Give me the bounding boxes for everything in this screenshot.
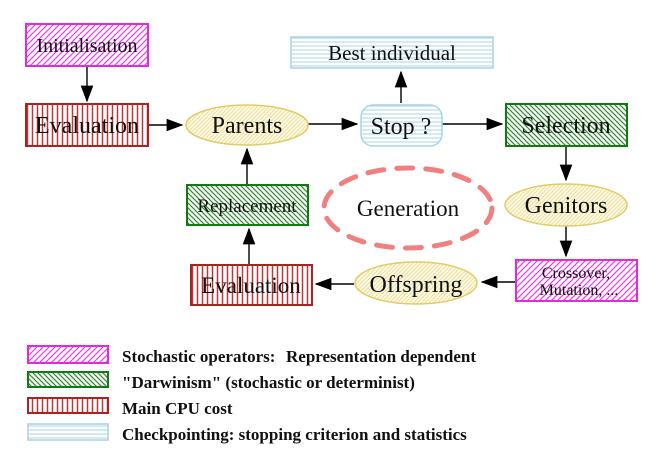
node-stop: Stop ? bbox=[360, 104, 443, 147]
best-individual-label: Best individual bbox=[328, 41, 456, 65]
best-individual-box bbox=[290, 36, 494, 69]
generation-dashed-ellipse bbox=[321, 165, 495, 251]
node-genitors: Genitors bbox=[504, 183, 628, 227]
legend: Stochastic operators: Representation dep… bbox=[27, 345, 476, 444]
offspring-label: Offspring bbox=[370, 272, 463, 298]
node-initialisation: Initialisation bbox=[25, 23, 149, 67]
legend-row-checkpointing: Checkpointing: stopping criterion and st… bbox=[27, 423, 467, 444]
legend-row-cpu-cost: Main CPU cost bbox=[27, 397, 233, 418]
arrows bbox=[80, 66, 573, 291]
offspring-ellipse bbox=[354, 261, 478, 305]
node-evaluation-top: Evaluation bbox=[25, 103, 149, 147]
replacement-box bbox=[186, 184, 309, 226]
crossover-label-line1: Crossover, bbox=[542, 265, 610, 282]
stop-label: Stop ? bbox=[371, 114, 432, 140]
selection-label: Selection bbox=[521, 113, 610, 139]
node-selection: Selection bbox=[505, 103, 628, 147]
legend-darwinism-label: "Darwinism" (stochastic or determinist) bbox=[122, 373, 415, 392]
evaluation-bottom-box bbox=[190, 264, 313, 306]
evaluation-bottom-label: Evaluation bbox=[201, 273, 301, 298]
legend-representation-label: Representation dependent bbox=[286, 347, 476, 366]
initialisation-box bbox=[25, 23, 149, 67]
legend-swatch-red bbox=[27, 397, 109, 414]
legend-cpu-label: Main CPU cost bbox=[122, 399, 233, 418]
legend-swatch-green bbox=[27, 371, 109, 388]
node-generation: Generation bbox=[321, 165, 495, 251]
node-replacement: Replacement bbox=[186, 184, 309, 226]
parents-label: Parents bbox=[212, 113, 283, 139]
legend-row-darwinism: "Darwinism" (stochastic or determinist) bbox=[27, 371, 415, 392]
node-crossover-mutation: Crossover, Mutation, ... bbox=[515, 259, 638, 302]
genitors-label: Genitors bbox=[525, 193, 608, 219]
crossover-label-line2: Mutation, ... bbox=[540, 282, 619, 299]
selection-box bbox=[505, 103, 628, 147]
replacement-label: Replacement bbox=[197, 196, 297, 217]
parents-ellipse bbox=[185, 104, 309, 146]
legend-checkpointing-label: Checkpointing: stopping criterion and st… bbox=[122, 425, 467, 444]
initialisation-label: Initialisation bbox=[36, 35, 137, 57]
crossover-mutation-box bbox=[515, 259, 638, 302]
node-parents: Parents bbox=[185, 104, 309, 146]
genitors-ellipse bbox=[504, 183, 628, 227]
node-offspring: Offspring bbox=[354, 261, 478, 305]
node-best-individual: Best individual bbox=[290, 36, 494, 69]
legend-row-stochastic: Stochastic operators: Representation dep… bbox=[27, 345, 476, 366]
evaluation-top-label: Evaluation bbox=[35, 113, 139, 139]
node-evaluation-bottom: Evaluation bbox=[190, 264, 313, 306]
legend-stochastic-label: Stochastic operators: bbox=[122, 347, 275, 366]
legend-swatch-cyan bbox=[27, 423, 109, 441]
stop-box bbox=[360, 104, 443, 147]
evaluation-top-box bbox=[25, 103, 149, 147]
legend-swatch-magenta bbox=[27, 345, 109, 364]
generation-label: Generation bbox=[357, 196, 460, 221]
